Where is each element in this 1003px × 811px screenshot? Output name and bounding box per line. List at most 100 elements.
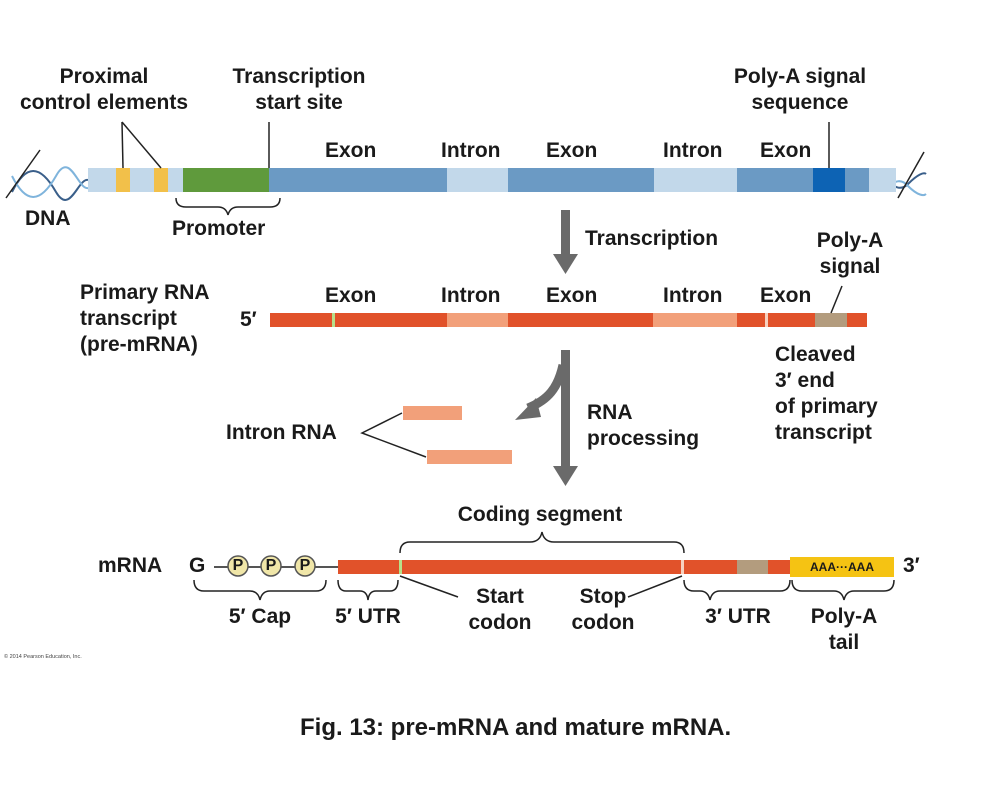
dna-exon-2 [508,168,654,192]
rna-processing-label: RNA processing [587,400,699,452]
dna-intron-label-2: Intron [663,139,723,162]
rna-processing-label-line1: RNA [587,401,633,424]
tss-label-line2: start site [255,91,343,114]
phosphate-2 [260,555,282,577]
pre-mrna-intron-2 [653,313,737,327]
cleaved-label-line2: 3′ end [775,369,835,392]
mrna-polya-signal [737,560,768,574]
intron-rna-piece-2 [427,450,512,464]
pre-mrna-intron-label-1: Intron [441,284,501,307]
mrna-stop-mark [681,560,684,574]
five-utr-label: 5′ UTR [335,605,401,628]
promoter-brace [175,197,281,216]
start-codon-label-line2: codon [468,611,532,634]
dna-exon-3 [737,168,813,192]
dna-exon-3-tail [845,168,869,192]
stop-codon-label: Stop codon [558,584,648,636]
polya-signal-label-line1: Poly-A [816,229,884,252]
cleaved-label-line3: of primary [775,395,878,418]
rna-processing-arrow [515,350,578,486]
intron-rna-label: Intron RNA [226,421,337,444]
coding-segment-brace [399,531,685,554]
five-utr-brace [337,579,399,601]
mrna-start-mark [399,560,402,574]
tss-label: Transcription start site [212,64,386,116]
polya-seq-label-line1: Poly-A signal [733,65,867,88]
promoter-label: Promoter [172,217,266,240]
transcription-arrow [553,210,578,274]
dna-intron-label-1: Intron [441,139,501,162]
dna-label: DNA [25,207,71,230]
coding-segment-label: Coding segment [457,503,623,526]
polya-signal-label: Poly-A signal [800,228,900,280]
mrna-3utr [684,560,737,574]
cleaved-label-line1: Cleaved [775,343,856,366]
polya-seq-label-line2: sequence [751,91,849,114]
mrna-5utr [338,560,399,574]
polya-tail-bar [790,557,894,577]
dna-exon-label-3: Exon [760,139,812,162]
phosphate-3 [294,555,316,577]
pre-mrna-title-line2: transcript [80,307,177,330]
three-utr-brace [683,579,791,601]
intron-rna-piece-1 [403,406,462,420]
mrna-3utr-tail [768,560,790,574]
pre-mrna-title-line1: Primary RNA [80,281,210,304]
pre-mrna-intron-1 [447,313,508,327]
cleaved-label: Cleaved 3′ end of primary transcript [775,342,878,446]
polya-seq-label: Poly-A signal sequence [714,64,886,116]
phosphate-2-label: P [265,557,277,574]
phosphate-1 [227,555,249,577]
proximal-pointer-2 [121,121,162,169]
polya-tail-label-line2: tail [828,631,860,654]
pre-mrna-exon-label-3: Exon [760,284,812,307]
pre-mrna-title: Primary RNA transcript (pre-mRNA) [80,280,210,358]
polya-signal-pointer [830,285,843,314]
transcription-label: Transcription [585,227,719,250]
proximal-element-2 [154,168,168,192]
pre-mrna-gap [765,313,768,327]
five-cap-label: 5′ Cap [228,605,292,628]
pre-mrna-exon-label-1: Exon [325,284,377,307]
pre-mrna-exon-label-2: Exon [546,284,598,307]
phosphate-3-label: P [299,557,311,574]
polya-tail-label: Poly-A tail [793,604,895,656]
pre-mrna-intron-label-2: Intron [663,284,723,307]
five-cap-brace [193,579,327,601]
phosphate-1-label: P [232,557,244,574]
promoter-region [183,168,269,192]
pre-mrna-cap-mark [332,313,335,327]
dna-exon-1 [269,168,447,192]
mrna-label: mRNA [98,554,163,577]
start-codon-label: Start codon [455,584,545,636]
proximal-label-line2: control elements [19,91,189,114]
start-codon-pointer [399,575,459,598]
start-codon-label-line1: Start [476,585,524,608]
mrna-three-prime: 3′ [903,554,920,577]
dna-exon-label-2: Exon [546,139,598,162]
dna-helix-left [5,149,89,201]
tss-label-line1: Transcription [232,65,366,88]
polya-signal-label-line2: signal [819,255,881,278]
stop-codon-label-line1: Stop [579,585,627,608]
rna-processing-label-line2: processing [587,427,700,450]
three-utr-label: 3′ UTR [705,605,771,628]
dna-exon-label-1: Exon [325,139,377,162]
mrna-coding-segment [402,560,681,574]
stop-codon-pointer [627,575,683,598]
polya-tail-text: AAA···AAA [810,560,874,574]
copyright-notice: © 2014 Pearson Education, Inc. [4,654,82,660]
intron-rna-pointer [360,412,427,458]
proximal-element-1 [116,168,130,192]
dna-polya-signal-sequence [813,168,845,192]
polya-tail-brace [791,579,895,601]
cleaved-label-line4: transcript [775,421,872,444]
proximal-label-line1: Proximal [59,65,149,88]
polya-tail-label-line1: Poly-A [810,605,878,628]
pre-mrna-polya-signal [815,313,847,327]
cap-g-label: G [189,554,206,577]
pre-mrna-five-prime: 5′ [240,308,257,331]
pre-mrna-title-line3: (pre-mRNA) [80,333,198,356]
proximal-label: Proximal control elements [4,64,204,116]
